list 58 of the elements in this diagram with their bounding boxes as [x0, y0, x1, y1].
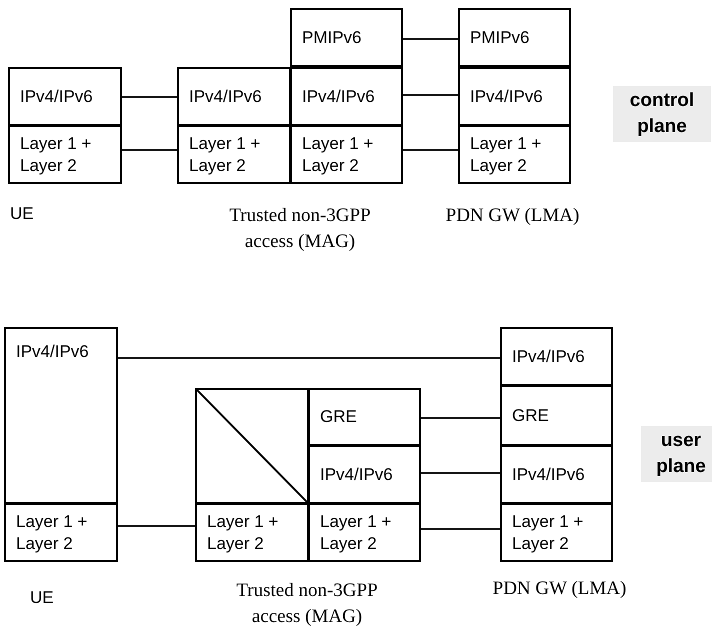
connector-line	[118, 357, 500, 359]
layer-name: IPv4/IPv6	[512, 464, 585, 486]
stack-name: Trusted non-3GPP access (MAG)	[235, 579, 379, 629]
layer-name: GRE	[512, 404, 549, 426]
protocol-layer-box	[500, 385, 613, 446]
stack-name: UE	[30, 588, 55, 608]
protocol-layer-box	[308, 445, 421, 504]
protocol-layer-box	[500, 445, 613, 504]
connector-line	[421, 472, 500, 474]
connector-line	[403, 94, 458, 96]
layer-name: IPv4/IPv6	[512, 346, 585, 368]
protocol-layer-box	[458, 67, 571, 126]
stack-name: UE	[10, 204, 35, 224]
layer-name: Layer 1 + Layer 2	[20, 132, 92, 176]
connector-line	[118, 525, 195, 527]
layer-name: Layer 1 + Layer 2	[207, 510, 280, 554]
protocol-layer-box	[195, 503, 309, 562]
connector-line	[122, 96, 177, 98]
layer-name: IPv4/IPv6	[302, 86, 375, 108]
connector-line	[122, 149, 177, 151]
connector-line	[421, 528, 500, 530]
protocol-layer-box	[177, 67, 291, 126]
layer-name: IPv4/IPv6	[20, 86, 93, 108]
protocol-layer-box	[500, 327, 613, 386]
connector-line	[403, 38, 458, 40]
layer-name: IPv4/IPv6	[320, 464, 393, 486]
layer-name: PMIPv6	[302, 26, 362, 48]
connector-line	[403, 149, 458, 151]
layer-name: Layer 1 + Layer 2	[302, 132, 374, 176]
layer-name: IPv4/IPv6	[189, 86, 262, 108]
protocol-layer-box	[308, 388, 421, 446]
stack-name: Trusted non-3GPP access (MAG)	[228, 204, 372, 254]
layer-name: Layer 1 + Layer 2	[512, 510, 584, 554]
protocol-layer-box	[4, 503, 118, 562]
layer-name: IPv4/IPv6	[470, 86, 543, 108]
protocol-layer-box	[8, 67, 122, 126]
layer-name: Layer 1 + Layer 2	[320, 510, 392, 554]
layer-name: IPv4/IPv6	[16, 341, 89, 363]
protocol-layer-box	[290, 67, 403, 126]
stack-name: PDN GW (LMA)	[445, 204, 580, 228]
layer-name: Layer 1 + Layer 2	[470, 132, 542, 176]
protocol-layer-box	[458, 125, 571, 184]
protocol-layer-box	[8, 125, 122, 184]
layer-name: Layer 1 + Layer 2	[16, 510, 88, 554]
connector-line	[421, 417, 500, 419]
layer-name: GRE	[320, 406, 357, 428]
protocol-layer-box	[177, 125, 291, 184]
protocol-layer-box	[308, 503, 421, 562]
layer-name: Layer 1 + Layer 2	[189, 132, 262, 176]
protocol-layer-box	[4, 327, 118, 504]
plane-label: control plane	[613, 86, 711, 142]
protocol-layer-box	[458, 8, 571, 67]
layer-name: PMIPv6	[470, 26, 530, 48]
protocol-layer-box	[290, 125, 403, 184]
protocol-layer-box	[500, 503, 613, 562]
protocol-layer-box	[290, 8, 403, 67]
plane-label: user plane	[641, 426, 712, 482]
stack-name: PDN GW (LMA)	[492, 577, 627, 601]
